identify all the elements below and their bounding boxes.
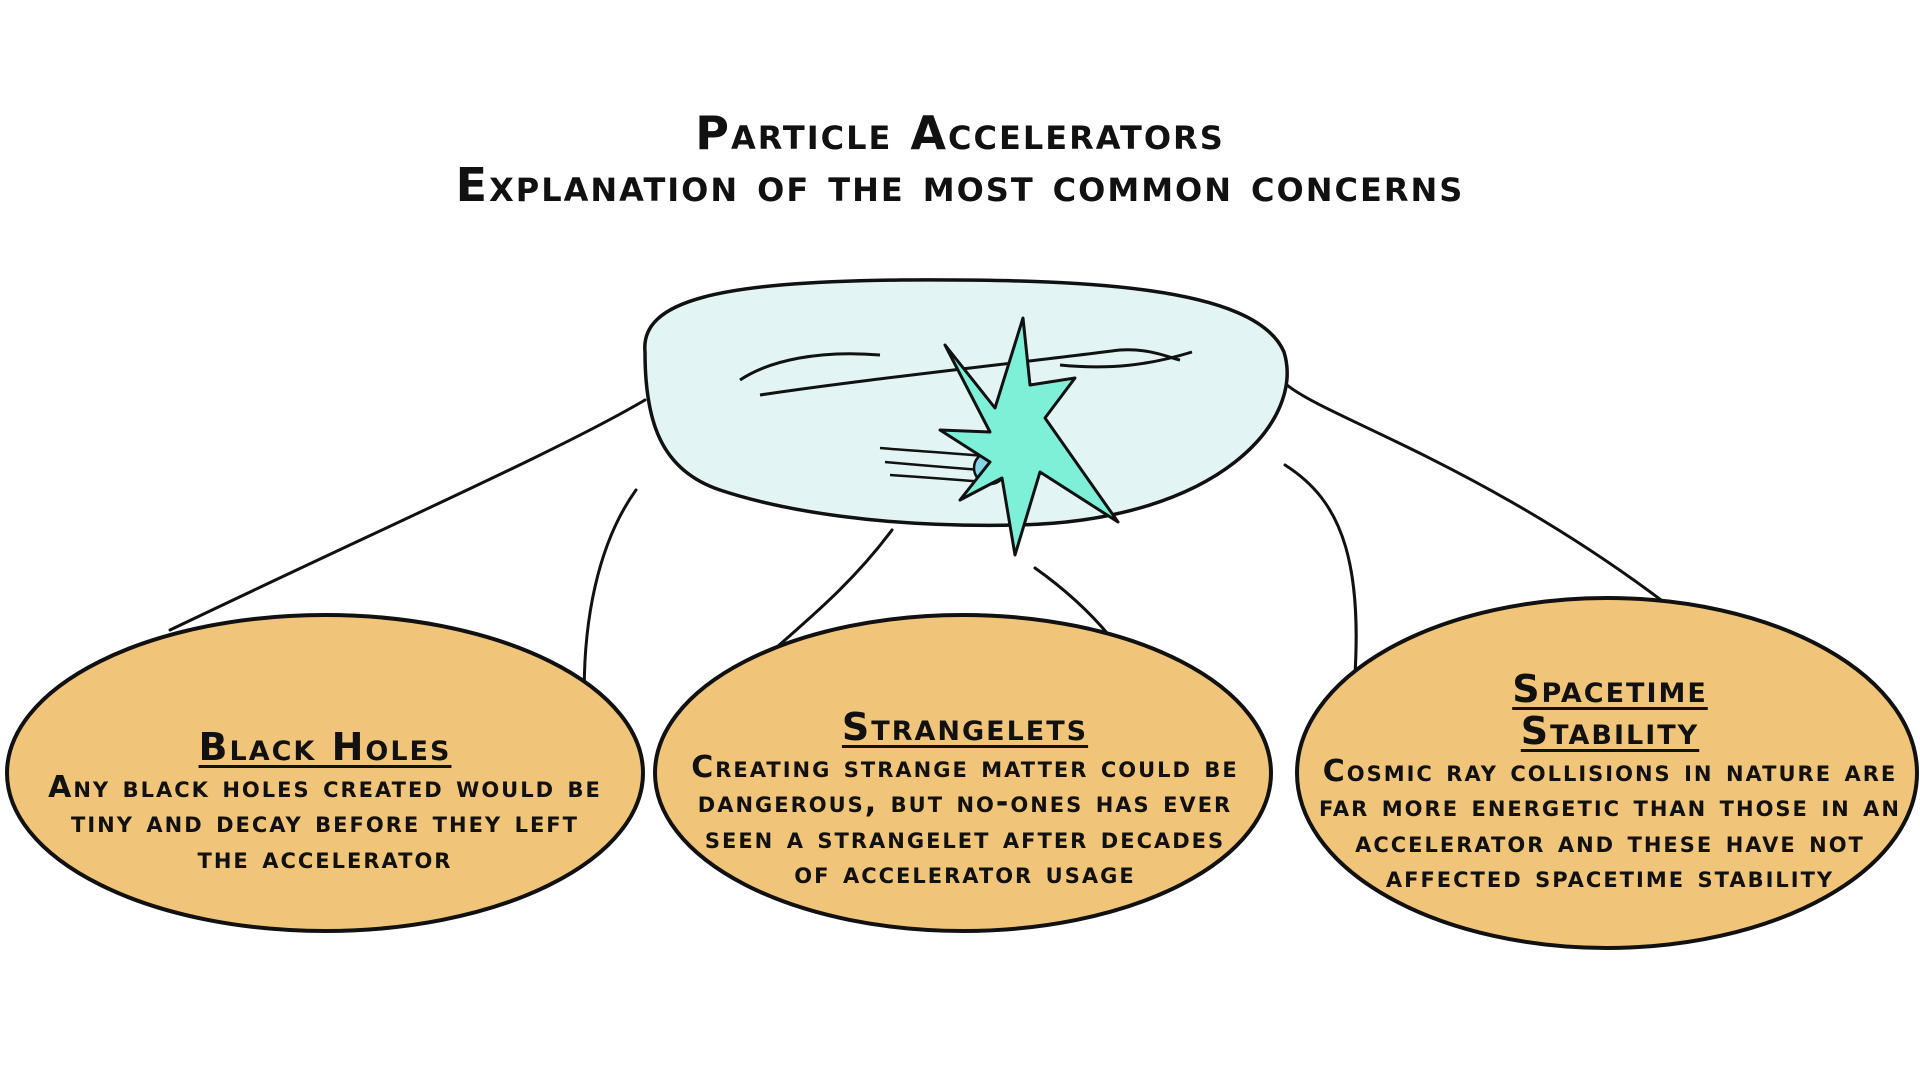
connector-line-left-outer — [168, 398, 647, 632]
diagram-title: Particle Accelerators Explanation of the… — [0, 106, 1920, 212]
concern-body: Cosmic ray collisions in nature are far … — [1318, 753, 1902, 895]
concern-heading: Strangelets — [841, 705, 1089, 749]
title-line-1: Particle Accelerators — [695, 106, 1225, 160]
concern-black-holes: Black Holes Any black holes created woul… — [35, 725, 615, 876]
concern-body: Creating strange matter could be dangero… — [691, 749, 1239, 892]
collision-spark-icon — [938, 316, 1120, 557]
accelerator-ring — [643, 278, 1289, 528]
concern-heading-line-2: Stability — [1520, 708, 1700, 753]
ring-inner-back — [739, 350, 1193, 382]
concern-strangelets: Strangelets Creating strange matter coul… — [675, 705, 1255, 892]
ring-outer — [643, 278, 1289, 528]
bubble-black-holes — [5, 613, 645, 933]
title-line-2: Explanation of the most common concerns — [455, 157, 1465, 212]
concern-heading: Black Holes — [198, 725, 452, 769]
concern-spacetime-stability: Spacetime Stability Cosmic ray collision… — [1310, 667, 1910, 895]
concern-heading-line-1: Spacetime — [1512, 667, 1708, 711]
connector-line-right-outer — [1285, 383, 1702, 632]
bubble-spacetime-stability — [1295, 596, 1919, 950]
bubble-strangelets — [653, 613, 1273, 933]
concern-body: Any black holes created would be tiny an… — [48, 769, 602, 876]
